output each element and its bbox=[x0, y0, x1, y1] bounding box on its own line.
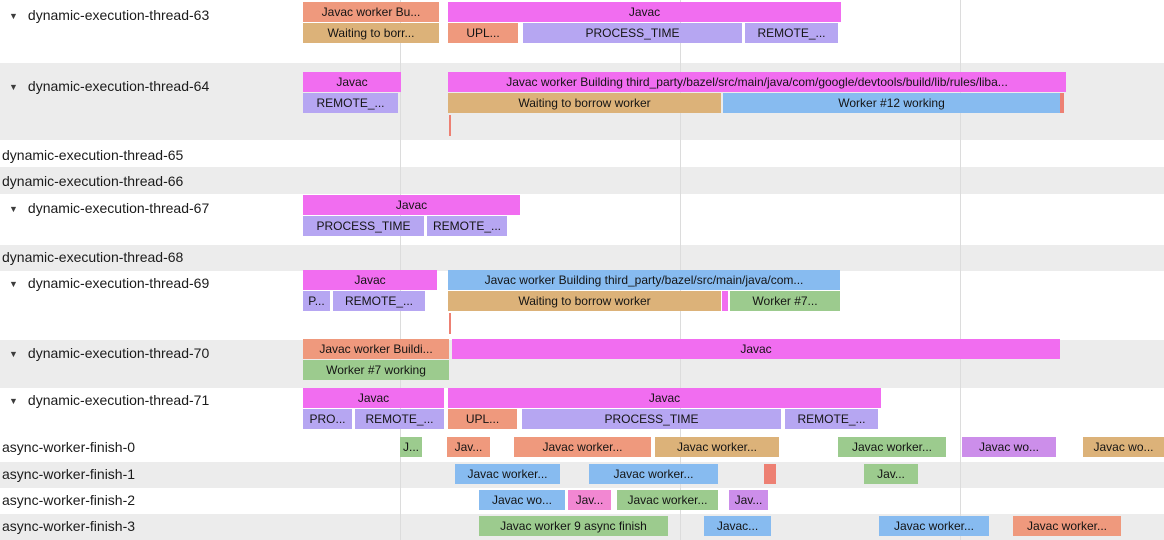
trace-marker[interactable] bbox=[1060, 93, 1064, 113]
trace-event-bar[interactable]: Javac bbox=[303, 388, 444, 408]
trace-event-bar[interactable]: PROCESS_TIME bbox=[523, 23, 742, 43]
trace-event-bar[interactable]: Javac worker... bbox=[838, 437, 946, 457]
thread-name: async-worker-finish-2 bbox=[2, 492, 136, 508]
trace-event-bar[interactable]: P... bbox=[303, 291, 330, 311]
thread-row-label[interactable]: dynamic-execution-thread-68 bbox=[2, 247, 183, 267]
collapse-triangle-icon[interactable]: ▼ bbox=[9, 349, 18, 359]
thread-name: async-worker-finish-3 bbox=[2, 518, 136, 534]
trace-event-bar[interactable]: REMOTE_... bbox=[785, 409, 878, 429]
trace-event-bar[interactable]: Waiting to borr... bbox=[303, 23, 439, 43]
thread-row-label[interactable]: ▼ dynamic-execution-thread-70 bbox=[9, 343, 209, 363]
trace-event-bar[interactable]: PROCESS_TIME bbox=[303, 216, 424, 236]
collapse-triangle-icon[interactable]: ▼ bbox=[9, 204, 18, 214]
row-band bbox=[0, 140, 1164, 167]
trace-event-bar[interactable]: Javac... bbox=[704, 516, 771, 536]
trace-event-bar[interactable]: REMOTE_... bbox=[745, 23, 838, 43]
trace-event-bar[interactable]: Javac bbox=[448, 2, 841, 22]
row-band bbox=[0, 245, 1164, 271]
trace-event-bar[interactable]: Jav... bbox=[864, 464, 918, 484]
thread-row-label[interactable]: ▼ dynamic-execution-thread-69 bbox=[9, 273, 209, 293]
trace-event-bar[interactable]: PRO... bbox=[303, 409, 352, 429]
trace-event-bar[interactable]: Javac bbox=[452, 339, 1060, 359]
row-band bbox=[0, 462, 1164, 488]
collapse-triangle-icon[interactable]: ▼ bbox=[9, 279, 18, 289]
thread-name: dynamic-execution-thread-70 bbox=[27, 345, 210, 361]
trace-event-bar[interactable]: Javac worker Bu... bbox=[303, 2, 439, 22]
trace-marker[interactable] bbox=[449, 313, 451, 334]
trace-event-bar[interactable]: REMOTE_... bbox=[355, 409, 444, 429]
trace-event-bar[interactable]: Javac worker Building third_party/bazel/… bbox=[448, 72, 1066, 92]
trace-event-bar[interactable]: Javac worker... bbox=[617, 490, 718, 510]
trace-event-bar[interactable]: Javac worker... bbox=[455, 464, 560, 484]
trace-event-bar[interactable]: Worker #7... bbox=[730, 291, 840, 311]
trace-event-bar[interactable]: Jav... bbox=[568, 490, 611, 510]
trace-event-bar[interactable]: Jav... bbox=[729, 490, 768, 510]
trace-event-bar[interactable]: Javac worker... bbox=[514, 437, 651, 457]
trace-event-bar[interactable]: UPL... bbox=[448, 409, 517, 429]
trace-marker[interactable] bbox=[722, 291, 728, 311]
trace-event-bar[interactable]: REMOTE_... bbox=[427, 216, 507, 236]
thread-row-label[interactable]: async-worker-finish-3 bbox=[2, 516, 135, 536]
thread-row-label[interactable]: ▼ dynamic-execution-thread-64 bbox=[9, 76, 209, 96]
thread-name: async-worker-finish-0 bbox=[2, 439, 136, 455]
trace-event-bar[interactable]: Javac worker 9 async finish bbox=[479, 516, 668, 536]
trace-event-bar[interactable]: REMOTE_... bbox=[333, 291, 425, 311]
thread-name: dynamic-execution-thread-69 bbox=[27, 275, 210, 291]
thread-row-label[interactable]: ▼ dynamic-execution-thread-71 bbox=[9, 390, 209, 410]
thread-name: dynamic-execution-thread-66 bbox=[2, 173, 184, 189]
trace-event-bar[interactable]: J... bbox=[400, 437, 422, 457]
collapse-triangle-icon[interactable]: ▼ bbox=[9, 11, 18, 21]
trace-event-bar[interactable]: Waiting to borrow worker bbox=[448, 93, 721, 113]
thread-name: async-worker-finish-1 bbox=[2, 466, 136, 482]
row-band bbox=[0, 194, 1164, 245]
trace-event-bar[interactable]: Javac worker... bbox=[655, 437, 779, 457]
thread-name: dynamic-execution-thread-68 bbox=[2, 249, 184, 265]
trace-event-bar[interactable]: Worker #12 working bbox=[723, 93, 1060, 113]
trace-event-bar[interactable]: Waiting to borrow worker bbox=[448, 291, 721, 311]
trace-event-bar[interactable]: Javac bbox=[303, 195, 520, 215]
collapse-triangle-icon[interactable]: ▼ bbox=[9, 82, 18, 92]
trace-event-bar[interactable]: Javac worker... bbox=[1013, 516, 1121, 536]
thread-row-label[interactable]: async-worker-finish-2 bbox=[2, 490, 135, 510]
thread-name: dynamic-execution-thread-64 bbox=[27, 78, 210, 94]
thread-row-label[interactable]: ▼ dynamic-execution-thread-67 bbox=[9, 198, 209, 218]
trace-event-bar[interactable]: Worker #7 working bbox=[303, 360, 449, 380]
collapse-triangle-icon[interactable]: ▼ bbox=[9, 396, 18, 406]
trace-event-bar[interactable]: Javac worker... bbox=[589, 464, 718, 484]
trace-event-bar[interactable]: UPL... bbox=[448, 23, 518, 43]
thread-row-label[interactable]: ▼ dynamic-execution-thread-63 bbox=[9, 5, 209, 25]
trace-marker[interactable] bbox=[764, 464, 776, 484]
trace-event-bar[interactable]: Javac wo... bbox=[962, 437, 1056, 457]
thread-name: dynamic-execution-thread-63 bbox=[27, 7, 210, 23]
thread-name: dynamic-execution-thread-65 bbox=[2, 147, 184, 163]
trace-event-bar[interactable]: Javac wo... bbox=[479, 490, 565, 510]
thread-row-label[interactable]: dynamic-execution-thread-65 bbox=[2, 145, 183, 165]
trace-event-bar[interactable]: Javac bbox=[303, 72, 401, 92]
trace-event-bar[interactable]: PROCESS_TIME bbox=[522, 409, 781, 429]
thread-row-label[interactable]: async-worker-finish-1 bbox=[2, 464, 135, 484]
trace-event-bar[interactable]: Javac bbox=[303, 270, 437, 290]
thread-row-label[interactable]: async-worker-finish-0 bbox=[2, 437, 135, 457]
trace-marker[interactable] bbox=[449, 115, 451, 136]
trace-event-bar[interactable]: Javac worker Building third_party/bazel/… bbox=[448, 270, 840, 290]
thread-name: dynamic-execution-thread-71 bbox=[27, 392, 210, 408]
trace-event-bar[interactable]: Javac bbox=[448, 388, 881, 408]
trace-event-bar[interactable]: Jav... bbox=[447, 437, 490, 457]
row-band bbox=[0, 167, 1164, 194]
trace-event-bar[interactable]: Javac worker Buildi... bbox=[303, 339, 449, 359]
thread-name: dynamic-execution-thread-67 bbox=[27, 200, 210, 216]
time-gridline bbox=[960, 0, 961, 540]
thread-row-label[interactable]: dynamic-execution-thread-66 bbox=[2, 171, 183, 191]
trace-event-bar[interactable]: REMOTE_... bbox=[303, 93, 398, 113]
trace-event-bar[interactable]: Javac wo... bbox=[1083, 437, 1164, 457]
trace-event-bar[interactable]: Javac worker... bbox=[879, 516, 989, 536]
